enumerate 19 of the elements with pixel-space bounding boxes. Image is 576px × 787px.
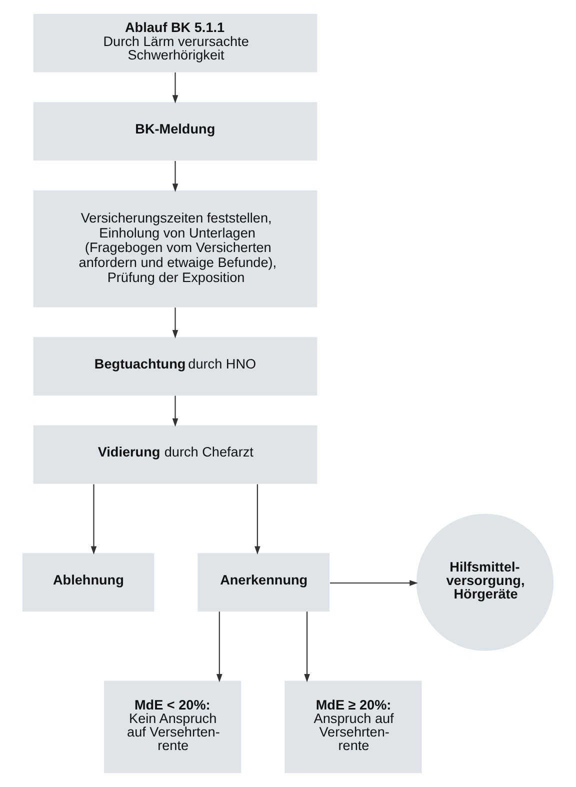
arrow — [172, 308, 178, 338]
node-circle: Hilfsmittel- versorgung, Hörgeräte — [416, 514, 554, 651]
node-box: Begtuachtung durch HNO — [33, 337, 318, 396]
node-box: BK-Meldung — [33, 102, 318, 161]
node-box: MdE ≥ 20%: Anspruch auf Versehrten- rente — [284, 680, 422, 774]
node-box: Ablauf BK 5.1.1 Durch Lärm verursachte Schwerhörigkeit — [33, 14, 318, 72]
node-box: Ablehnung — [22, 553, 154, 612]
node-box: Vidierung durch Chefarzt — [33, 425, 318, 484]
arrow — [90, 484, 97, 554]
arrow — [304, 612, 310, 682]
node-box: MdE < 20%: Kein Anspruch auf Versehrten- rente — [104, 680, 242, 774]
arrow — [254, 484, 260, 554]
node-box: Anerkennung — [198, 553, 330, 612]
arrow — [172, 72, 178, 104]
node-box: Versicherungszeiten feststellen, Einholung von Unterlagen (Fragebogen vom Versicherten anfordern und etwaige Befunde), Prüfung der Exposition — [33, 190, 318, 308]
arrow — [216, 612, 222, 682]
arrow — [330, 580, 418, 586]
arrow — [172, 160, 178, 192]
arrow — [172, 396, 178, 427]
